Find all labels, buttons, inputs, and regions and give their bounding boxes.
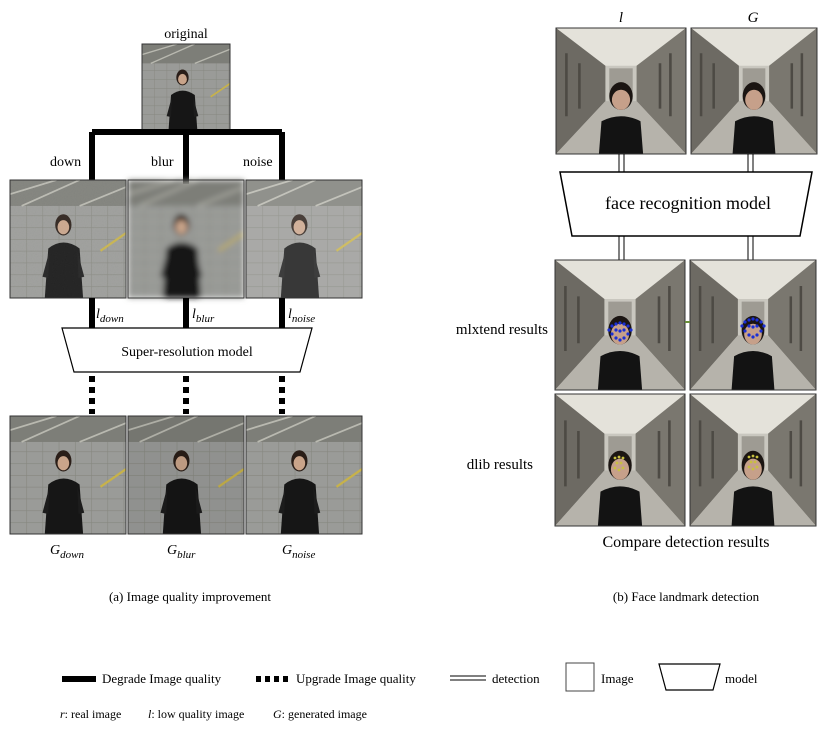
image-gen-noise	[245, 415, 363, 535]
mlxtend-landmarks-low	[607, 321, 633, 342]
image-original	[141, 43, 231, 133]
panel-a: original down blur noise	[9, 27, 363, 604]
low-label-noise: lnoise	[288, 307, 315, 325]
image-gen-blur	[127, 415, 245, 535]
image-dlib-gen	[689, 393, 817, 527]
image-blur	[127, 179, 245, 299]
upgrade-lines	[89, 376, 285, 414]
legend-model-label: model	[725, 671, 758, 686]
sr-model-label: Super-resolution model	[121, 345, 253, 360]
detection-lines-bottom	[618, 236, 754, 260]
original-label: original	[164, 27, 208, 42]
caption-a: (a) Image quality improvement	[109, 589, 271, 604]
legend-degrade-label: Degrade Image quality	[102, 671, 222, 686]
degrade-tree	[89, 129, 285, 184]
legend-model-swatch	[658, 663, 721, 691]
low-label-blur: lblur	[192, 307, 215, 325]
sr-input-lines	[89, 298, 285, 328]
row-label-dlib: dlib results	[467, 457, 533, 473]
caption-b: (b) Face landmark detection	[613, 589, 760, 604]
legend-detection-swatch	[450, 675, 486, 681]
gen-label-down: Gdown	[50, 543, 84, 561]
legend-upgrade-label: Upgrade Image quality	[296, 671, 416, 686]
sr-model: Super-resolution model	[61, 327, 313, 373]
branch-label-noise: noise	[243, 155, 273, 170]
branch-label-blur: blur	[151, 155, 174, 170]
face-model-label: face recognition model	[605, 193, 771, 213]
panel-b: l G face recognition model mlxtend resul…	[456, 10, 818, 604]
legend-note-low: l: low quality image	[148, 707, 244, 721]
mlxtend-landmarks-gen	[740, 317, 766, 339]
col-label-low: l	[619, 10, 623, 26]
col-label-gen: G	[748, 10, 759, 26]
low-label-down: ldown	[96, 307, 124, 325]
gen-label-noise: Gnoise	[282, 543, 315, 561]
legend-note-gen: G: generated image	[273, 707, 367, 721]
legend-image-label: Image	[601, 671, 634, 686]
image-down	[9, 179, 127, 299]
image-hall-low	[555, 27, 687, 155]
image-hall-gen	[690, 27, 818, 155]
face-recognition-model: face recognition model	[559, 171, 813, 237]
legend: Degrade Image quality Upgrade Image qual…	[60, 662, 758, 721]
legend-detection-label: detection	[492, 671, 540, 686]
image-noise	[245, 179, 363, 299]
gen-label-blur: Gblur	[167, 543, 196, 561]
legend-image-swatch	[565, 662, 595, 692]
dlib-landmarks-low	[613, 455, 625, 472]
image-mlxtend-gen	[689, 259, 817, 391]
row-label-mlxtend: mlxtend results	[456, 322, 548, 338]
image-gen-down	[9, 415, 127, 535]
image-mlxtend-low	[554, 259, 686, 391]
image-dlib-low	[554, 393, 686, 527]
branch-label-down: down	[50, 155, 81, 170]
detection-lines-top	[618, 154, 754, 172]
dlib-landmarks-gen	[747, 454, 759, 471]
compare-label: Compare detection results	[602, 534, 769, 551]
legend-note-real: r: real image	[60, 707, 121, 721]
